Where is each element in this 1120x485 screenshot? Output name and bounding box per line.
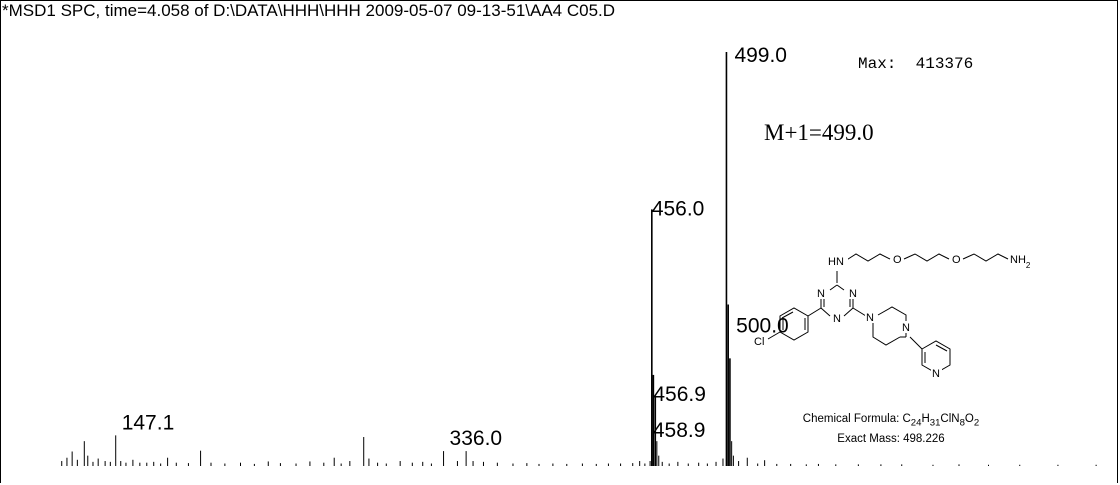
peak-label-5: 499.0 [734,44,787,67]
peak-labels: 147.1 336.0 456.0 456.9 458.9 499.0 500.0 [122,44,789,450]
atom-o2: O [952,254,961,266]
peak-label-6: 500.0 [736,315,789,338]
max-abundance-label: Max: 413376 [858,55,974,73]
peak-label-1: 336.0 [450,427,503,450]
chemical-structure: HN O O NH2 N N N N N N Cl [754,253,1031,380]
chemical-formula: Chemical Formula: C24H31ClN8O2 [802,413,980,429]
chart-title: *MSD1 SPC, time=4.058 of D:\DATA\HHH\HHH… [2,1,616,20]
atom-nh2: NH2 [1010,254,1031,270]
atom-n-right: N [849,288,857,300]
atom-hn: HN [828,256,844,268]
peak-label-2: 456.0 [652,197,705,220]
peak-bars [61,52,1097,466]
atom-cl: Cl [754,336,764,348]
peak-label-4: 458.9 [653,419,706,442]
molecular-ion-annotation: M+1=499.0 [764,120,874,145]
peak-label-0: 147.1 [122,411,175,434]
atom-n-piperazine-1: N [866,312,874,324]
atom-n-piperazine-2: N [902,322,910,334]
atom-n-left: N [817,288,825,300]
atom-n-bottom: N [833,313,841,325]
atom-o1: O [893,254,902,266]
formula-block: Chemical Formula: C24H31ClN8O2 Exact Mas… [760,411,1022,447]
peak-label-3: 456.9 [653,383,706,406]
exact-mass: Exact Mass: 498.226 [837,433,945,446]
atom-n-pyridine: N [932,368,940,380]
